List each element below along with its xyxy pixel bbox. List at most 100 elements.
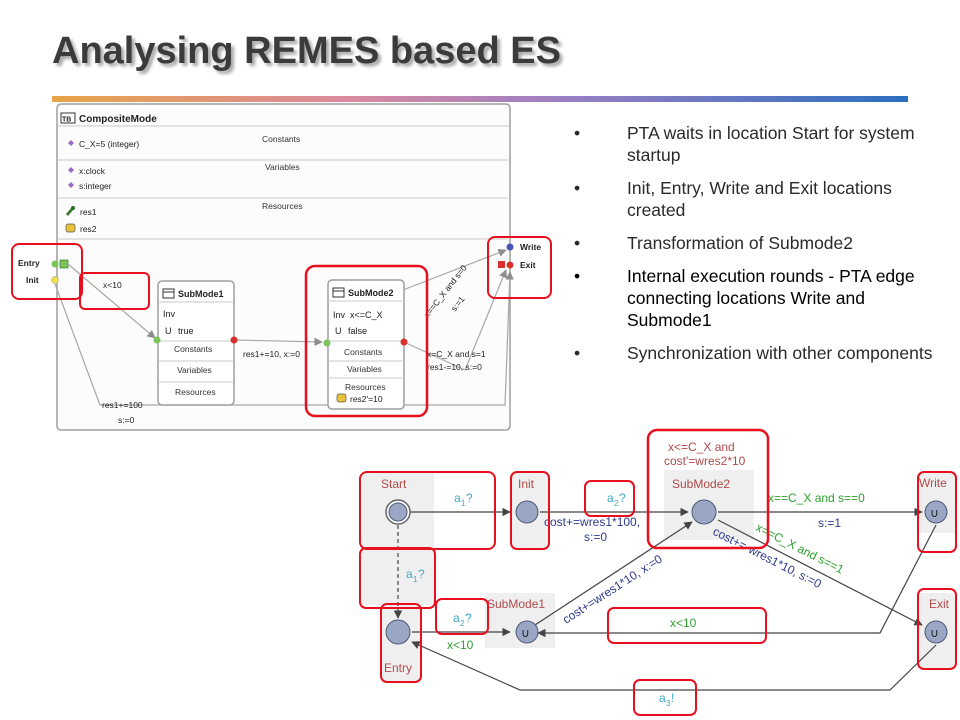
sync-a2-entry-submode1: a 2 ? [453, 611, 472, 628]
constant-icon [68, 140, 74, 146]
loc-init-label: Init [518, 477, 535, 491]
title-divider [52, 96, 908, 102]
submode1-title: SubMode1 [178, 289, 224, 299]
sync-a3-exit-entry: a 3 ! [659, 691, 674, 708]
urgent-symbol: ∪ [930, 506, 939, 520]
svg-text:1: 1 [461, 499, 466, 508]
svg-text:a: a [406, 567, 413, 581]
edge-s0: s:=0 [118, 415, 135, 425]
submode2-invariant-line1: x<=C_X and [668, 440, 735, 454]
highlight-box [11, 243, 83, 300]
loc-start-label: Start [381, 477, 407, 491]
submode1-u: U [165, 326, 172, 336]
loc-submode1: ∪ [515, 620, 539, 644]
loc-start [385, 499, 411, 525]
highlight-box [584, 480, 635, 517]
submode2-resources: Resources [345, 382, 386, 392]
svg-text:a: a [454, 491, 461, 505]
guard-x10-write: x<10 [670, 616, 697, 630]
svg-text:1: 1 [413, 575, 418, 584]
composite-title: CompositeMode [79, 114, 157, 125]
submode2-constants: Constants [344, 347, 382, 357]
highlight-box [917, 588, 957, 670]
guard-write: x==C_X and s==0 [768, 491, 865, 505]
resources-header: Resources [262, 201, 303, 211]
submode2-inv-guard: x<=C_X [350, 310, 383, 320]
highlight-box [79, 272, 150, 310]
edge-exit-guard: x=C_X and s=1 [427, 349, 486, 359]
submode1-exit-point [230, 336, 238, 344]
loc-write: ∪ [924, 500, 948, 524]
submode2-title: SubMode2 [348, 288, 394, 298]
urgent-symbol: ∪ [521, 626, 530, 640]
svg-text:?: ? [418, 567, 425, 581]
update-s0: s:=0 [584, 530, 607, 544]
init-label: Init [26, 275, 39, 285]
submode2-variables: Variables [347, 364, 382, 374]
svg-text:?: ? [619, 491, 626, 505]
bullet-dot: • [574, 266, 581, 286]
variable-x: x:clock [79, 166, 106, 176]
variables-header: Variables [265, 162, 300, 172]
bullet-list: • PTA waits in location Start for system … [570, 122, 940, 375]
write-point [506, 243, 514, 251]
urgent-symbol: ∪ [930, 626, 939, 640]
submode2-box: SubMode2 Inv x<=C_X U false Constants Va… [327, 279, 405, 410]
svg-text:?: ? [465, 611, 472, 625]
loc-init [515, 500, 539, 524]
submode2-inv: Inv [333, 310, 346, 320]
sync-a2-init-submode2: a 2 ? [607, 491, 626, 508]
submode1-box: SubMode1 Inv U true Constants Variables … [157, 280, 235, 406]
bullet-text: Init, Entry, Write and Exit locations cr… [627, 178, 892, 220]
loc-write-label: Write [919, 476, 947, 490]
bullet-text: Synchronization with other components [627, 343, 933, 363]
bullet-dot: • [574, 233, 581, 253]
edge-res1-10: res1+=10, x:=0 [243, 349, 300, 359]
variable-s: s:integer [79, 181, 112, 191]
submode1-constants: Constants [174, 344, 212, 354]
constants-header: Constants [262, 134, 300, 144]
highlight-box [633, 679, 697, 716]
svg-text:3: 3 [666, 699, 671, 708]
bullet-text: Internal execution rounds - PTA edge con… [627, 266, 915, 330]
highlight-box [304, 264, 429, 418]
highlight-box [510, 471, 550, 550]
highlight-box [380, 603, 422, 683]
resource-res2: res2 [80, 224, 97, 234]
edge-exit-update: res1-=10, s:=0 [427, 362, 482, 372]
loc-submode2 [691, 499, 717, 525]
submode2-resource-value: res2'=10 [350, 394, 383, 404]
svg-text:TB: TB [62, 117, 71, 124]
loc-submode2-label: SubMode2 [672, 477, 730, 491]
remes-diagram: TB CompositeMode Constants C_X=5 (intege… [11, 103, 552, 431]
highlight-box [917, 471, 957, 553]
highlight-box [607, 607, 767, 644]
submode2-entry-point [323, 339, 331, 347]
submode2-inv-value: false [348, 326, 367, 336]
exit-point [506, 261, 514, 269]
update-diag-up: cost+=wres1*10, x:=0 [560, 552, 665, 627]
resource-res1: res1 [80, 207, 97, 217]
loc-exit: ∪ [924, 620, 948, 644]
init-point [51, 276, 59, 284]
highlight-box [487, 236, 552, 299]
submode1-entry-point [153, 336, 161, 344]
loc-exit-label: Exit [929, 597, 950, 611]
entry-label: Entry [18, 258, 40, 268]
bullet-item: •PTA waits in location Start for system … [570, 122, 940, 166]
bullet-text: PTA waits in location Start for system s… [627, 123, 915, 165]
constant-value: C_X=5 (integer) [79, 139, 139, 149]
svg-text:a: a [659, 691, 666, 705]
highlight-box [646, 428, 770, 550]
highlight-box [435, 598, 489, 635]
loc-entry-label: Entry [384, 661, 412, 675]
sync-a1-start-entry: a 1 ? [406, 567, 425, 584]
write-label: Write [520, 242, 541, 252]
variable-icon [68, 182, 74, 188]
resource-icon [66, 206, 75, 216]
submode2-invariant-line2: cost'=wres2*10 [664, 454, 746, 468]
composite-icon: TB [60, 112, 76, 124]
update-cost-100: cost+=wres1*100, [544, 515, 640, 529]
update-s1: s:=1 [818, 516, 841, 530]
submode1-inv: Inv [163, 309, 176, 319]
